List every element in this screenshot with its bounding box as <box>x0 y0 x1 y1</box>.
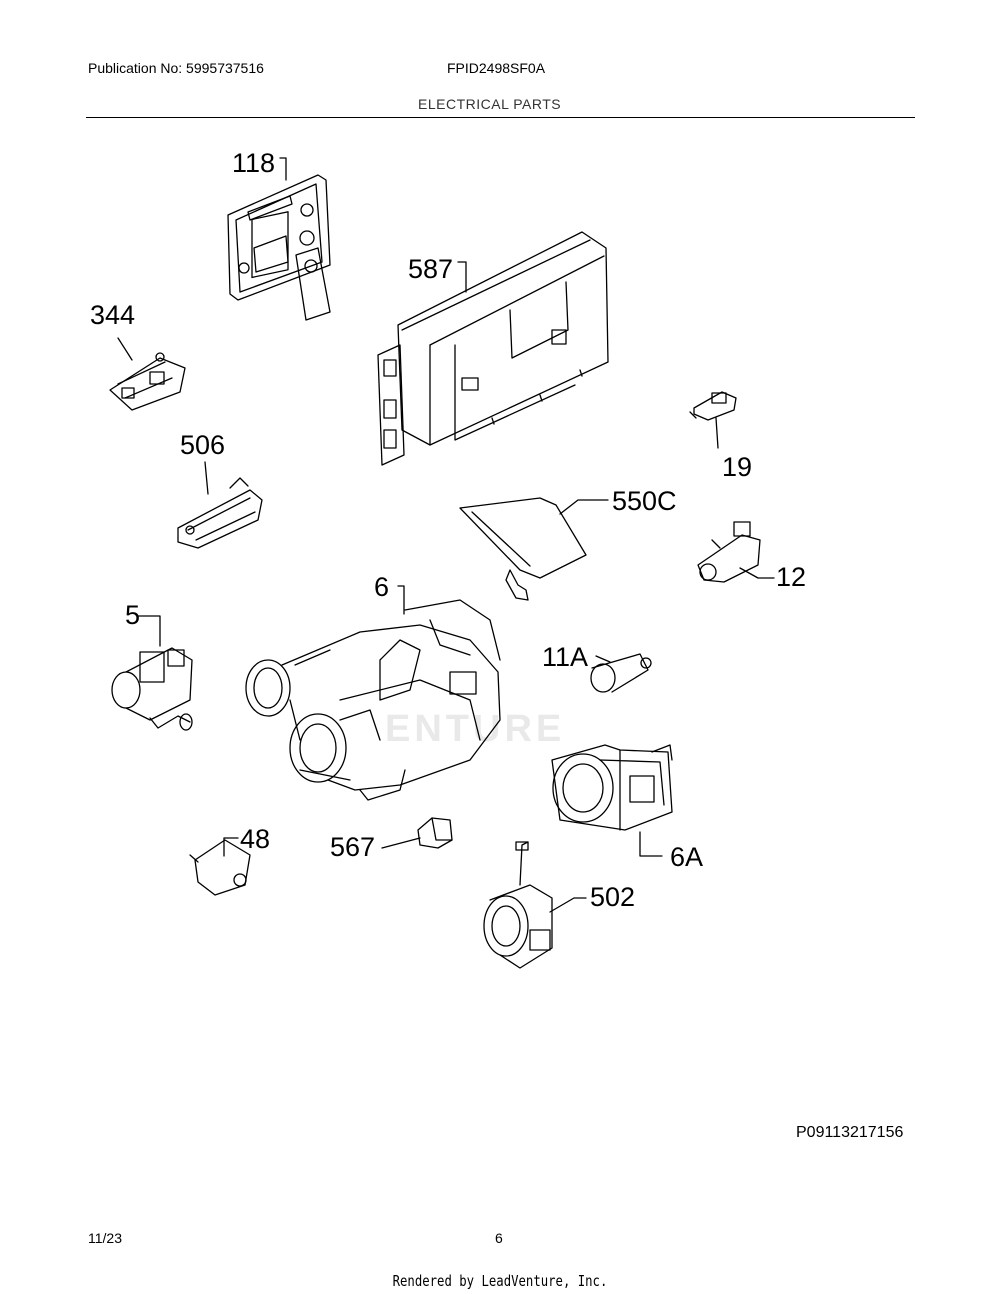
publication-date: 11/23 <box>88 1230 122 1246</box>
callout-344[interactable]: 344 <box>90 300 136 330</box>
part-567-relay[interactable] <box>417 817 453 849</box>
leader-344 <box>117 337 133 361</box>
callout-12[interactable]: 12 <box>776 562 807 592</box>
leader-6 <box>397 585 405 615</box>
callout-19[interactable]: 19 <box>722 452 753 482</box>
part-118-control-panel[interactable] <box>227 174 331 321</box>
leader-118 <box>279 157 287 181</box>
leader-19 <box>715 417 719 449</box>
page-number: 6 <box>495 1230 503 1246</box>
callout-567[interactable]: 567 <box>330 832 376 862</box>
part-48-switch[interactable] <box>189 839 251 896</box>
callout-502[interactable]: 502 <box>590 882 636 912</box>
leader-567 <box>381 837 421 849</box>
section-title: ELECTRICAL PARTS <box>418 96 562 112</box>
rendered-by: Rendered by LeadVenture, Inc. <box>392 1272 608 1290</box>
callout-587[interactable]: 587 <box>408 254 454 284</box>
leader-587 <box>457 261 467 293</box>
part-11a-sensor[interactable] <box>590 653 652 693</box>
callout-6[interactable]: 6 <box>374 572 390 602</box>
diagram-id: P09113217156 <box>796 1124 904 1141</box>
part-19-connector[interactable] <box>689 391 737 421</box>
part-6a-drain-pump[interactable] <box>551 744 673 831</box>
header-divider <box>86 117 915 118</box>
leader-12 <box>739 567 775 579</box>
leader-6a <box>639 831 663 857</box>
leader-550c <box>559 499 609 515</box>
callout-5[interactable]: 5 <box>125 600 141 630</box>
part-550c-cover[interactable] <box>459 497 587 601</box>
part-502-fan[interactable] <box>483 841 553 969</box>
part-506-sensor[interactable] <box>177 477 263 549</box>
part-344-switch[interactable] <box>109 352 186 411</box>
leader-11a <box>595 655 611 663</box>
callout-506[interactable]: 506 <box>180 430 226 460</box>
part-5-inlet-valve[interactable] <box>111 647 193 731</box>
leader-502 <box>549 897 587 913</box>
callout-550c[interactable]: 550C <box>612 486 677 516</box>
part-6-sump-assembly[interactable] <box>245 599 501 801</box>
leader-5 <box>137 615 161 647</box>
part-12-sensor[interactable] <box>697 521 761 583</box>
leader-506 <box>204 461 209 495</box>
callout-6a[interactable]: 6A <box>670 842 704 872</box>
publication-number: Publication No: 5995737516 <box>88 60 264 76</box>
callout-118[interactable]: 118 <box>232 148 276 178</box>
callout-11a[interactable]: 11A <box>542 642 589 672</box>
part-587-control-board[interactable] <box>377 231 609 466</box>
model-number: FPID2498SF0A <box>447 60 546 76</box>
leader-48 <box>223 837 239 857</box>
callout-48[interactable]: 48 <box>240 824 271 854</box>
